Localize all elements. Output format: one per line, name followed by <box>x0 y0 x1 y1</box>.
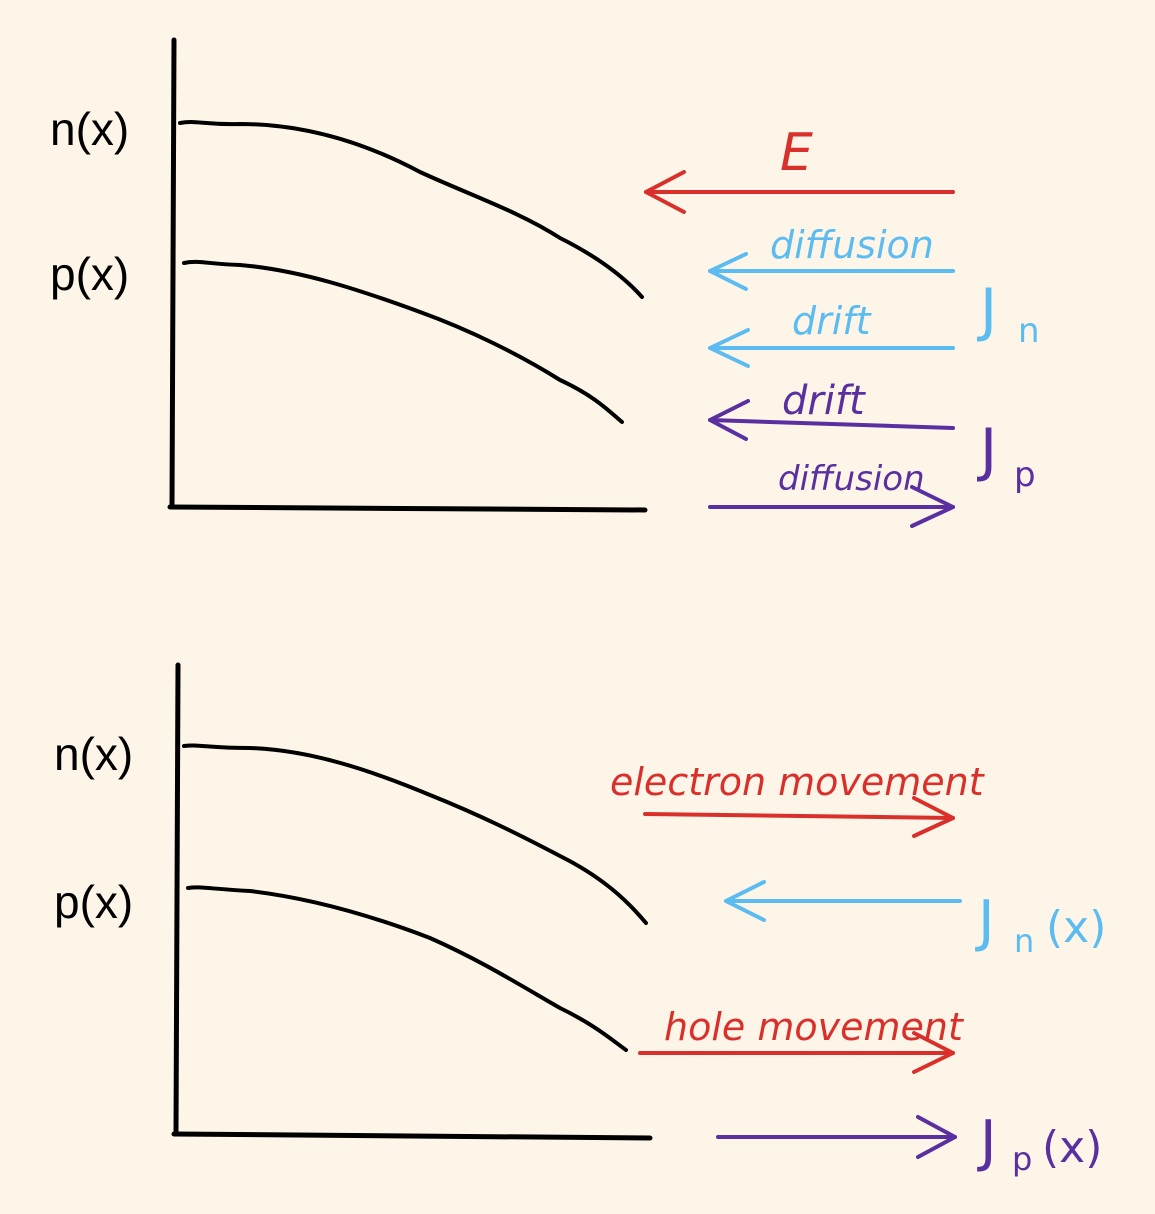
jn-x-arrow <box>724 880 962 922</box>
jn-diffusion-arrow <box>708 252 955 291</box>
top-n-curve <box>178 120 644 299</box>
bottom-jn-subscript: n <box>1014 922 1034 960</box>
top-n-label: n(x) <box>50 103 129 155</box>
bottom-jn-argument: (x) <box>1046 902 1106 953</box>
bottom-jp-label: J <box>977 1109 997 1174</box>
jp-diffusion-label: diffusion <box>778 459 925 499</box>
top-jp-label: J <box>977 416 997 484</box>
e-field-arrow <box>644 170 955 214</box>
bottom-x-axis <box>171 1131 653 1141</box>
top-jn-label: J <box>977 276 997 344</box>
electron-movement-label: electron movement <box>610 760 986 804</box>
hole-movement-label: hole movement <box>664 1005 965 1049</box>
jp-drift-arrow <box>708 399 955 441</box>
top-jn-subscript: n <box>1018 311 1040 351</box>
top-p-label: p(x) <box>50 248 129 300</box>
top-panel: n(x) p(x) E diffusion drift J n drift <box>50 37 1040 528</box>
top-x-axis <box>167 504 648 513</box>
bottom-p-curve <box>186 885 628 1052</box>
jn-drift-arrow <box>708 328 955 368</box>
top-y-axis <box>169 37 177 509</box>
electron-movement-arrow <box>643 796 955 838</box>
top-p-curve <box>182 259 624 424</box>
bottom-y-axis <box>173 662 181 1136</box>
jp-drift-label: drift <box>782 378 866 424</box>
top-jp-subscript: p <box>1014 455 1036 495</box>
jn-drift-label: drift <box>792 299 873 343</box>
bottom-n-label: n(x) <box>54 728 133 780</box>
bottom-jp-subscript: p <box>1012 1140 1032 1178</box>
jp-diffusion-arrow <box>708 485 955 528</box>
bottom-p-label: p(x) <box>54 876 133 928</box>
bottom-panel: n(x) p(x) electron movement J n (x) hole… <box>54 662 1106 1178</box>
jn-diffusion-label: diffusion <box>770 223 934 267</box>
bottom-n-curve <box>182 743 648 925</box>
hole-movement-arrow <box>638 1031 955 1074</box>
bottom-jp-argument: (x) <box>1042 1122 1102 1173</box>
bottom-jn-label: J <box>975 889 995 954</box>
jp-x-arrow <box>716 1115 957 1159</box>
e-field-label: E <box>780 123 813 183</box>
